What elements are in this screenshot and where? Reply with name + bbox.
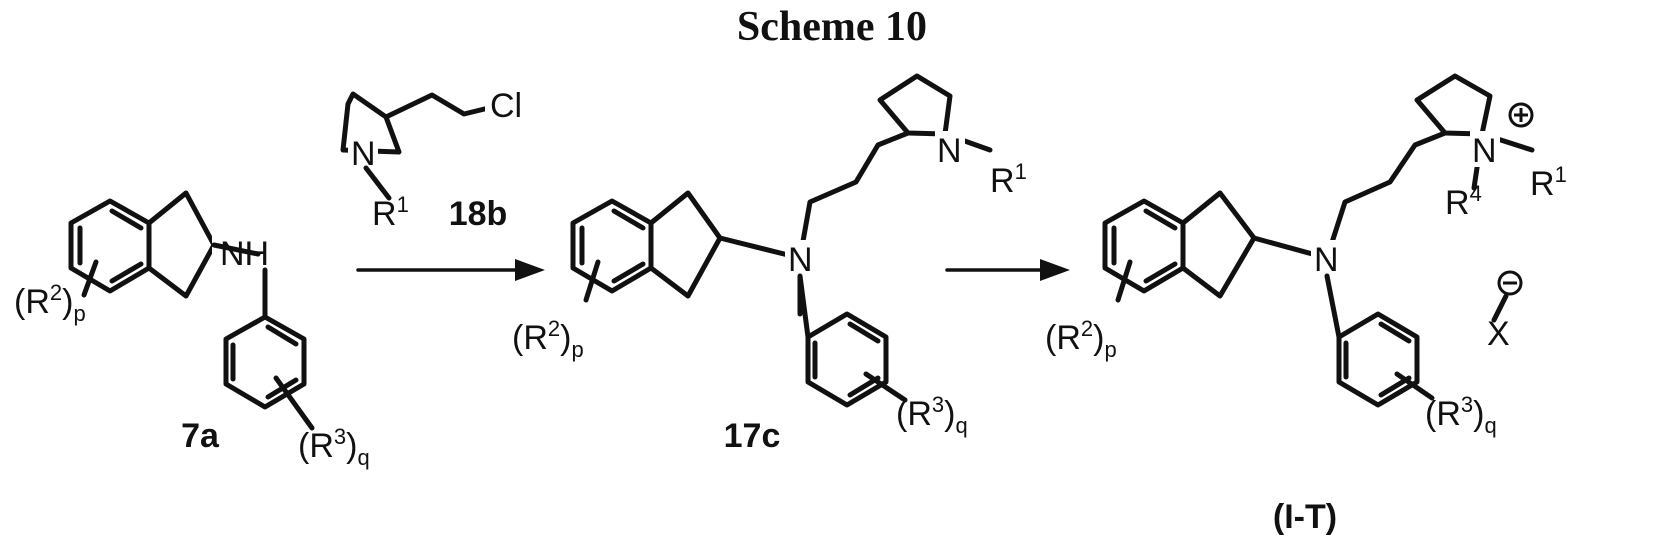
amine-nitrogen-label: N — [788, 241, 813, 279]
scheme-title: Scheme 10 — [737, 4, 927, 50]
compound-label-17c: 17c — [724, 417, 781, 455]
reagent-18b: Cl N R1 18b — [343, 86, 535, 233]
svg-text:(R2)p: (R2)p — [14, 280, 86, 326]
svg-text:(R3)q: (R3)q — [1425, 392, 1497, 438]
chlorine-label: Cl — [490, 87, 522, 125]
pyrrolidine-ring — [1417, 76, 1490, 134]
reaction-arrow-2 — [947, 259, 1070, 281]
compound-label-7a: 7a — [181, 417, 220, 455]
compound-7a: NH (R2)p (R3)q 7a — [14, 193, 370, 470]
pyrrolidine-ring — [880, 76, 950, 134]
r3-substituent: (R3)q — [298, 424, 370, 470]
svg-text:(R3)q: (R3)q — [896, 392, 968, 438]
compound-label-18b: 18b — [449, 195, 508, 233]
svg-text:(R3)q: (R3)q — [298, 424, 370, 470]
svg-text:(R2)p: (R2)p — [512, 316, 584, 362]
r2-substituent: (R2)p — [14, 280, 86, 326]
nh-label: NH — [220, 235, 269, 273]
svg-text:(R2)p: (R2)p — [1045, 316, 1117, 362]
phenyl-ring — [1327, 276, 1432, 405]
ring-nitrogen-label: N — [1472, 132, 1497, 170]
counterion: X — [1487, 272, 1521, 353]
svg-text:R1: R1 — [372, 192, 409, 233]
svg-text:R1: R1 — [1530, 162, 1567, 203]
svg-text:X: X — [1487, 315, 1510, 353]
nitrogen-label: N — [351, 135, 376, 173]
negative-charge-icon — [1499, 272, 1521, 294]
compound-17c: N N R1 (R2)p (R3)q 17c — [512, 76, 1027, 455]
phenyl-ring — [800, 276, 905, 405]
compound-label-I-T: (I-T) — [1273, 498, 1337, 536]
svg-text:R4: R4 — [1445, 181, 1482, 222]
ring-nitrogen-label: N — [937, 132, 962, 170]
indane-core — [1105, 193, 1254, 300]
amine-nitrogen-label: N — [1314, 241, 1339, 279]
indane-core — [71, 193, 214, 296]
positive-charge-icon — [1510, 104, 1532, 126]
phenyl-ring — [226, 270, 312, 428]
svg-text:R1: R1 — [990, 159, 1027, 200]
reaction-arrow-1 — [358, 259, 545, 281]
indane-core — [573, 193, 720, 300]
compound-I-T: N N R1 R4 X (R2)p (R3)q — [1045, 76, 1567, 536]
